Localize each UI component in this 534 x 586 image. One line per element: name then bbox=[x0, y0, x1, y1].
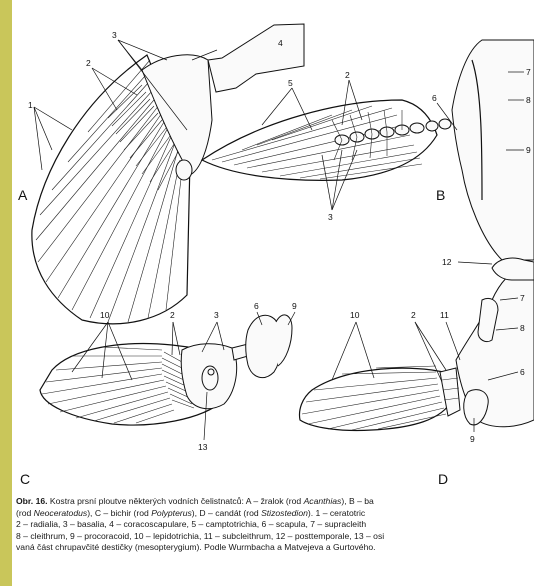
fin-skeleton-drawing: 1 2 3 4 A bbox=[12, 0, 534, 490]
panel-a-drawing: 1 2 3 4 A bbox=[18, 24, 304, 324]
label-d-8: 8 bbox=[520, 323, 525, 333]
label-b-6: 6 bbox=[432, 93, 437, 103]
label-b-8: 8 bbox=[526, 95, 531, 105]
caption-text: ), B – ba bbox=[341, 496, 373, 506]
label-b-7: 7 bbox=[526, 67, 531, 77]
label-d-6: 6 bbox=[520, 367, 525, 377]
fin-skeleton-figure: 1 2 3 4 A bbox=[12, 0, 534, 490]
label-d-2: 2 bbox=[411, 310, 416, 320]
panel-label-c: C bbox=[20, 471, 30, 487]
label-c-2: 2 bbox=[170, 310, 175, 320]
panel-label-b: B bbox=[436, 187, 445, 203]
label-c-3: 3 bbox=[214, 310, 219, 320]
caption-text: ). 1 – ceratotric bbox=[308, 508, 365, 518]
caption-line-3: 2 – radialia, 3 – basalia, 4 – coracosca… bbox=[16, 519, 530, 531]
caption-text: ), D – candát (rod bbox=[192, 508, 261, 518]
label-d-11: 11 bbox=[440, 310, 449, 320]
figure-caption: Obr. 16. Kostra prsní ploutve některých … bbox=[16, 496, 530, 554]
label-c-6: 6 bbox=[254, 301, 259, 311]
genus-name: Acanthias bbox=[304, 496, 342, 506]
genus-name: Polypterus bbox=[151, 508, 192, 518]
label-d-7: 7 bbox=[520, 293, 525, 303]
label-d-12: 12 bbox=[442, 257, 452, 267]
caption-text: Kostra prsní ploutve některých vodních č… bbox=[48, 496, 304, 506]
caption-line-2: (rod Neoceratodus), C – bichir (rod Poly… bbox=[16, 508, 530, 520]
label-a-4: 4 bbox=[278, 38, 283, 48]
figure-number: Obr. 16. bbox=[16, 496, 48, 506]
caption-text: ), C – bichir (rod bbox=[87, 508, 151, 518]
genus-name: Stizostedion bbox=[261, 508, 308, 518]
caption-line-4: 8 – cleithrum, 9 – procoracoid, 10 – lep… bbox=[16, 531, 530, 543]
label-d-10: 10 bbox=[350, 310, 360, 320]
caption-line-1: Obr. 16. Kostra prsní ploutve některých … bbox=[16, 496, 530, 508]
label-b-9: 9 bbox=[526, 145, 531, 155]
caption-line-5: vaná část chrupavčité destičky (mesopter… bbox=[16, 542, 530, 554]
label-a-2: 2 bbox=[86, 58, 91, 68]
genus-name: Neoceratodus bbox=[34, 508, 88, 518]
label-a-1: 1 bbox=[28, 100, 33, 110]
label-c-10: 10 bbox=[100, 310, 110, 320]
label-c-9: 9 bbox=[292, 301, 297, 311]
label-b-2: 2 bbox=[345, 70, 350, 80]
panel-d-drawing: 12 7 10 2 11 8 6 9 D bbox=[300, 257, 534, 487]
label-d-9: 9 bbox=[470, 434, 475, 444]
caption-text: (rod bbox=[16, 508, 34, 518]
label-a-3: 3 bbox=[112, 30, 117, 40]
panel-label-d: D bbox=[438, 471, 448, 487]
panel-label-a: A bbox=[18, 187, 28, 203]
label-b-5: 5 bbox=[288, 78, 293, 88]
panel-c-drawing: 10 2 3 6 9 13 C bbox=[20, 301, 297, 487]
figure-page: 1 2 3 4 A bbox=[12, 0, 534, 586]
label-c-13: 13 bbox=[198, 442, 208, 452]
label-b-3: 3 bbox=[328, 212, 333, 222]
